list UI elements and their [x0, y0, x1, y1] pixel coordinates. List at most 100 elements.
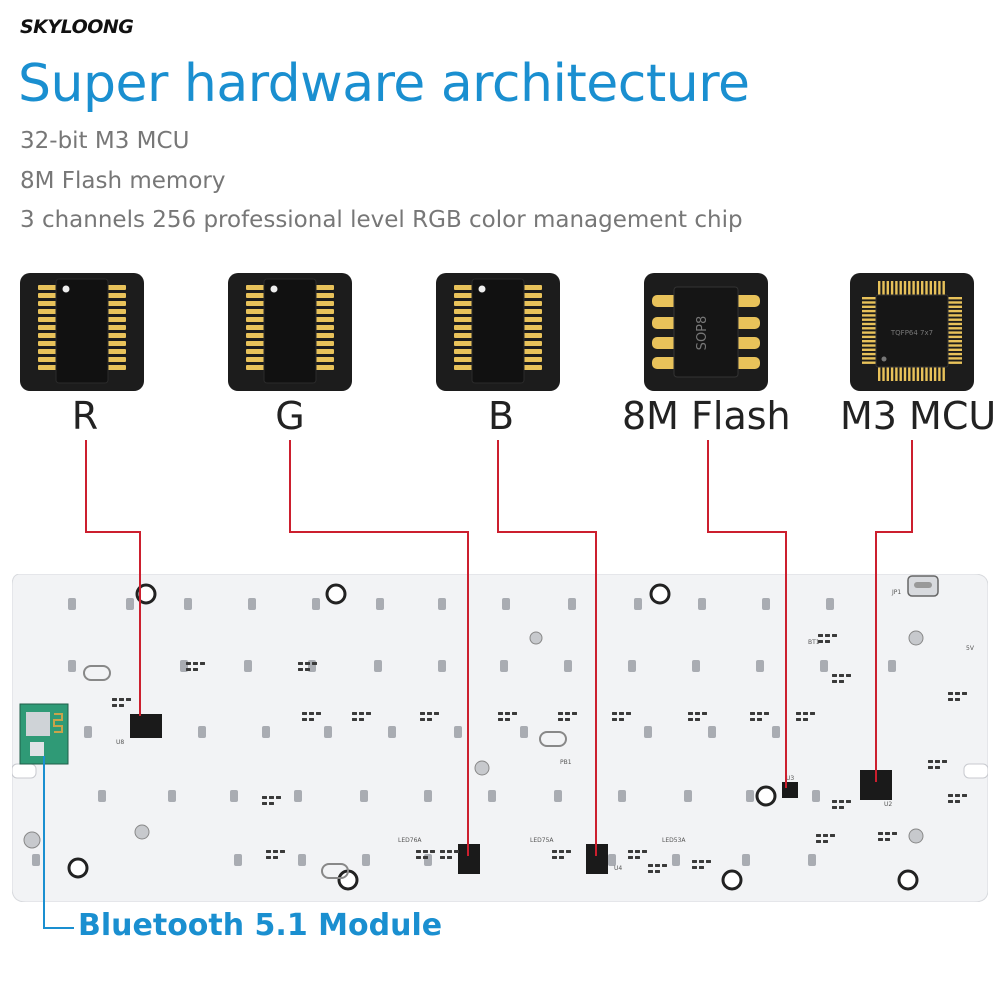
switch-slot [756, 660, 764, 672]
pcb-silkscreen: PB1 [560, 759, 572, 766]
switch-slot [554, 790, 562, 802]
switch-slot [126, 598, 134, 610]
mounting-hole [649, 583, 671, 605]
bluetooth-module-board [19, 703, 69, 765]
sop8-chip-icon: SOP8 [652, 286, 760, 378]
chip-flash-image: SOP8 [644, 273, 768, 391]
switch-slot [888, 660, 896, 672]
switch-slot [698, 598, 706, 610]
pcb-silkscreen: LED75A [530, 837, 554, 844]
pcb-silkscreen: U4 [614, 865, 622, 872]
soic-chip-icon [38, 278, 126, 384]
switch-slot [708, 726, 716, 738]
switch-slot [32, 854, 40, 866]
switch-slot [438, 598, 446, 610]
pcb-silkscreen: BT1 [808, 639, 820, 646]
mounting-hole [721, 869, 743, 891]
spec-rgb: 3 channels 256 professional level RGB co… [20, 207, 743, 233]
switch-slot [168, 790, 176, 802]
switch-slot [742, 854, 750, 866]
chip-label-g: G [275, 394, 305, 438]
switch-slot [84, 726, 92, 738]
chip-package-text: TQFP64 7x7 [890, 329, 933, 337]
switch-slot [772, 726, 780, 738]
switch-slot [488, 790, 496, 802]
flash-chip [782, 782, 798, 798]
switch-slot [388, 726, 396, 738]
chip-label-b: B [487, 394, 515, 438]
pcb-silkscreen: 5V [966, 645, 975, 652]
switch-slot [262, 726, 270, 738]
switch-slot [98, 790, 106, 802]
switch-slot [520, 726, 528, 738]
switch-slot [808, 854, 816, 866]
switch-slot [746, 790, 754, 802]
pcb-silkscreen: LED53A [662, 837, 686, 844]
switch-slot [244, 660, 252, 672]
switch-slot [312, 598, 320, 610]
chip-label-flash: 8M Flash [622, 394, 791, 438]
switch-slot [568, 598, 576, 610]
switch-slot [248, 598, 256, 610]
mcu-chip [860, 770, 892, 800]
spec-flash: 8M Flash memory [20, 168, 226, 194]
switch-slot [424, 854, 432, 866]
mounting-hole [897, 869, 919, 891]
pcb-silkscreen: U3 [786, 775, 794, 782]
bluetooth-module-label: Bluetooth 5.1 Module [78, 908, 443, 943]
chip-label-r: R [71, 394, 99, 438]
switch-slot [762, 598, 770, 610]
switch-slot [362, 854, 370, 866]
switch-slot [438, 660, 446, 672]
switch-slot [376, 598, 384, 610]
soic-chip-icon [454, 278, 542, 384]
switch-slot [634, 598, 642, 610]
switch-slot [454, 726, 462, 738]
spec-mcu: 32-bit M3 MCU [20, 128, 190, 154]
switch-slot [324, 726, 332, 738]
chip-mcu-image: TQFP64 7x7 [850, 273, 974, 391]
switch-slot [608, 854, 616, 866]
chip-g-image [228, 273, 352, 391]
soic-chip-icon [246, 278, 334, 384]
switch-slot [692, 660, 700, 672]
switch-slot [564, 660, 572, 672]
switch-slot [684, 790, 692, 802]
brand-logo: SKYLOONG [20, 16, 134, 38]
mounting-hole [325, 583, 347, 605]
switch-slot [234, 854, 242, 866]
switch-slot [820, 660, 828, 672]
chip-package-text: SOP8 [695, 316, 710, 351]
switch-slot [184, 598, 192, 610]
switch-slot [424, 790, 432, 802]
switch-slot [230, 790, 238, 802]
pcb-silkscreen: JP1 [891, 589, 901, 596]
pcb-silkscreen: U8 [116, 739, 124, 746]
switch-slot [374, 660, 382, 672]
switch-slot [826, 598, 834, 610]
b-driver-chip [586, 844, 608, 874]
chip-b-image [436, 273, 560, 391]
pcb-silkscreen: LED76A [398, 837, 422, 844]
page-title: Super hardware architecture [18, 54, 750, 114]
switch-slot [812, 790, 820, 802]
pcb-silkscreen: U2 [884, 801, 892, 808]
tqfp-chip-icon: TQFP64 7x7 [862, 281, 962, 381]
switch-slot [68, 660, 76, 672]
r-driver-chip [130, 714, 162, 738]
switch-slot [298, 854, 306, 866]
chip-label-mcu: M3 MCU [840, 394, 997, 438]
g-driver-chip [458, 844, 480, 874]
mounting-hole [135, 583, 157, 605]
switch-slot [294, 790, 302, 802]
switch-slot [360, 790, 368, 802]
switch-slot [68, 598, 76, 610]
chip-r-image [20, 273, 144, 391]
switch-slot [628, 660, 636, 672]
switch-slot [644, 726, 652, 738]
switch-slot [618, 790, 626, 802]
mounting-hole [67, 857, 89, 879]
keyboard-pcb: LED76A LED75A LED53A PB1 U8 U4 U3 U2 BT1… [12, 574, 988, 902]
switch-slot [198, 726, 206, 738]
switch-slot [672, 854, 680, 866]
